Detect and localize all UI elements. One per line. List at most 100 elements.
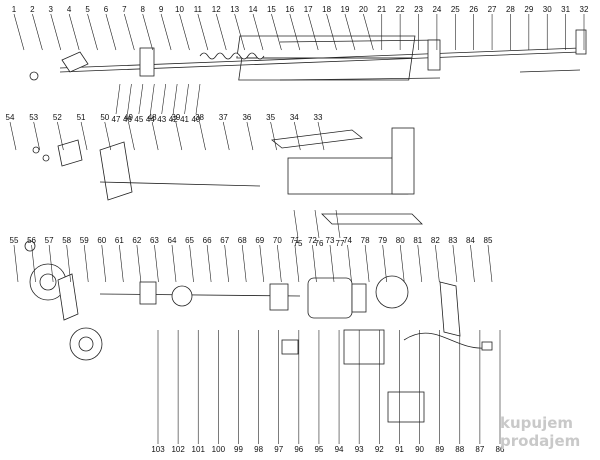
leader-line xyxy=(452,244,458,283)
callout-label: 18 xyxy=(322,5,331,14)
callout-label: 30 xyxy=(543,5,552,14)
rear-plate xyxy=(427,39,441,71)
leader-line xyxy=(271,13,282,51)
callout-label: 37 xyxy=(219,113,228,122)
callout-label: 82 xyxy=(431,236,440,245)
leader-line xyxy=(293,209,299,239)
callout-label: 15 xyxy=(267,5,276,14)
leader-line xyxy=(184,83,189,115)
callout-label: 10 xyxy=(175,5,184,14)
lower-frame-rail xyxy=(238,57,413,81)
callout-label: 83 xyxy=(448,236,457,245)
callout-label: 57 xyxy=(45,236,54,245)
callout-label: 28 xyxy=(506,5,515,14)
left-wheel-front-hub xyxy=(78,336,94,352)
leader-line xyxy=(246,121,254,151)
callout-label: 90 xyxy=(415,445,424,454)
callout-label: 100 xyxy=(212,445,226,454)
leader-line xyxy=(435,244,440,283)
leader-line xyxy=(382,244,387,283)
callout-label: 44 xyxy=(146,115,155,124)
callout-label: 35 xyxy=(266,113,275,122)
callout-label: 3 xyxy=(49,5,54,14)
callout-label: 40 xyxy=(192,115,201,124)
callout-label: 39 xyxy=(171,113,180,122)
leader-line xyxy=(270,121,277,151)
leader-line xyxy=(50,13,62,51)
leader-line xyxy=(241,244,247,283)
leader-line xyxy=(189,244,194,283)
callout-label: 49 xyxy=(124,113,133,122)
callout-label: 8 xyxy=(140,5,145,14)
leader-line xyxy=(119,244,124,283)
motor xyxy=(307,277,353,319)
callout-label: 48 xyxy=(148,113,157,122)
leader-line xyxy=(222,121,230,151)
callout-label: 50 xyxy=(100,113,109,122)
left-wheel-back-hub xyxy=(39,273,57,291)
callout-label: 38 xyxy=(195,113,204,122)
leader-line xyxy=(161,83,167,115)
leader-line xyxy=(294,121,301,151)
leader-line xyxy=(83,244,89,283)
watermark-line2: prodajem xyxy=(500,432,580,450)
leader-line xyxy=(317,121,325,151)
callout-label: 47 xyxy=(112,115,121,124)
leader-line xyxy=(215,13,227,51)
leader-line xyxy=(335,209,341,239)
wedge-plate xyxy=(99,141,133,201)
leader-line xyxy=(347,244,352,283)
callout-label: 89 xyxy=(435,445,444,454)
rear-rod xyxy=(519,69,581,73)
fan xyxy=(375,275,409,309)
leader-line xyxy=(149,83,155,115)
callout-label: 58 xyxy=(62,236,71,245)
callout-label: 31 xyxy=(561,5,570,14)
front-nut xyxy=(29,71,39,81)
callout-label: 66 xyxy=(203,236,212,245)
leader-line xyxy=(195,83,201,115)
leader-line xyxy=(259,244,265,283)
callout-label: 74 xyxy=(343,236,352,245)
leader-line xyxy=(136,244,142,283)
callout-label: 95 xyxy=(314,445,323,454)
power-cord xyxy=(403,332,485,349)
leader-line xyxy=(124,13,135,51)
callout-label: 70 xyxy=(273,236,282,245)
leader-line xyxy=(344,13,356,51)
cover-strip xyxy=(271,129,363,149)
front-clamp xyxy=(61,51,89,73)
callout-label: 73 xyxy=(326,236,335,245)
watermark-line1: kupujem xyxy=(500,414,573,432)
callout-label: 27 xyxy=(488,5,497,14)
leader-line xyxy=(48,244,54,283)
callout-label: 88 xyxy=(455,445,464,454)
leader-line xyxy=(154,244,159,283)
wedge-nut xyxy=(32,146,40,154)
leader-line xyxy=(289,13,301,51)
callout-label: 102 xyxy=(171,445,185,454)
leader-line xyxy=(142,13,153,51)
spring xyxy=(199,52,265,60)
callout-label: 93 xyxy=(355,445,364,454)
callout-label: 46 xyxy=(123,115,132,124)
leader-line xyxy=(363,13,374,51)
callout-label: 97 xyxy=(274,445,283,454)
gear xyxy=(171,285,193,307)
side-cover xyxy=(439,281,461,337)
callout-label: 5 xyxy=(85,5,90,14)
callout-label: 43 xyxy=(157,115,166,124)
callout-label: 59 xyxy=(80,236,89,245)
callout-label: 33 xyxy=(314,113,323,122)
callout-label: 52 xyxy=(53,113,62,122)
callout-label: 53 xyxy=(29,113,38,122)
leader-line xyxy=(470,244,475,283)
callout-label: 42 xyxy=(169,115,178,124)
callout-label: 78 xyxy=(361,236,370,245)
callout-label: 91 xyxy=(395,445,404,454)
